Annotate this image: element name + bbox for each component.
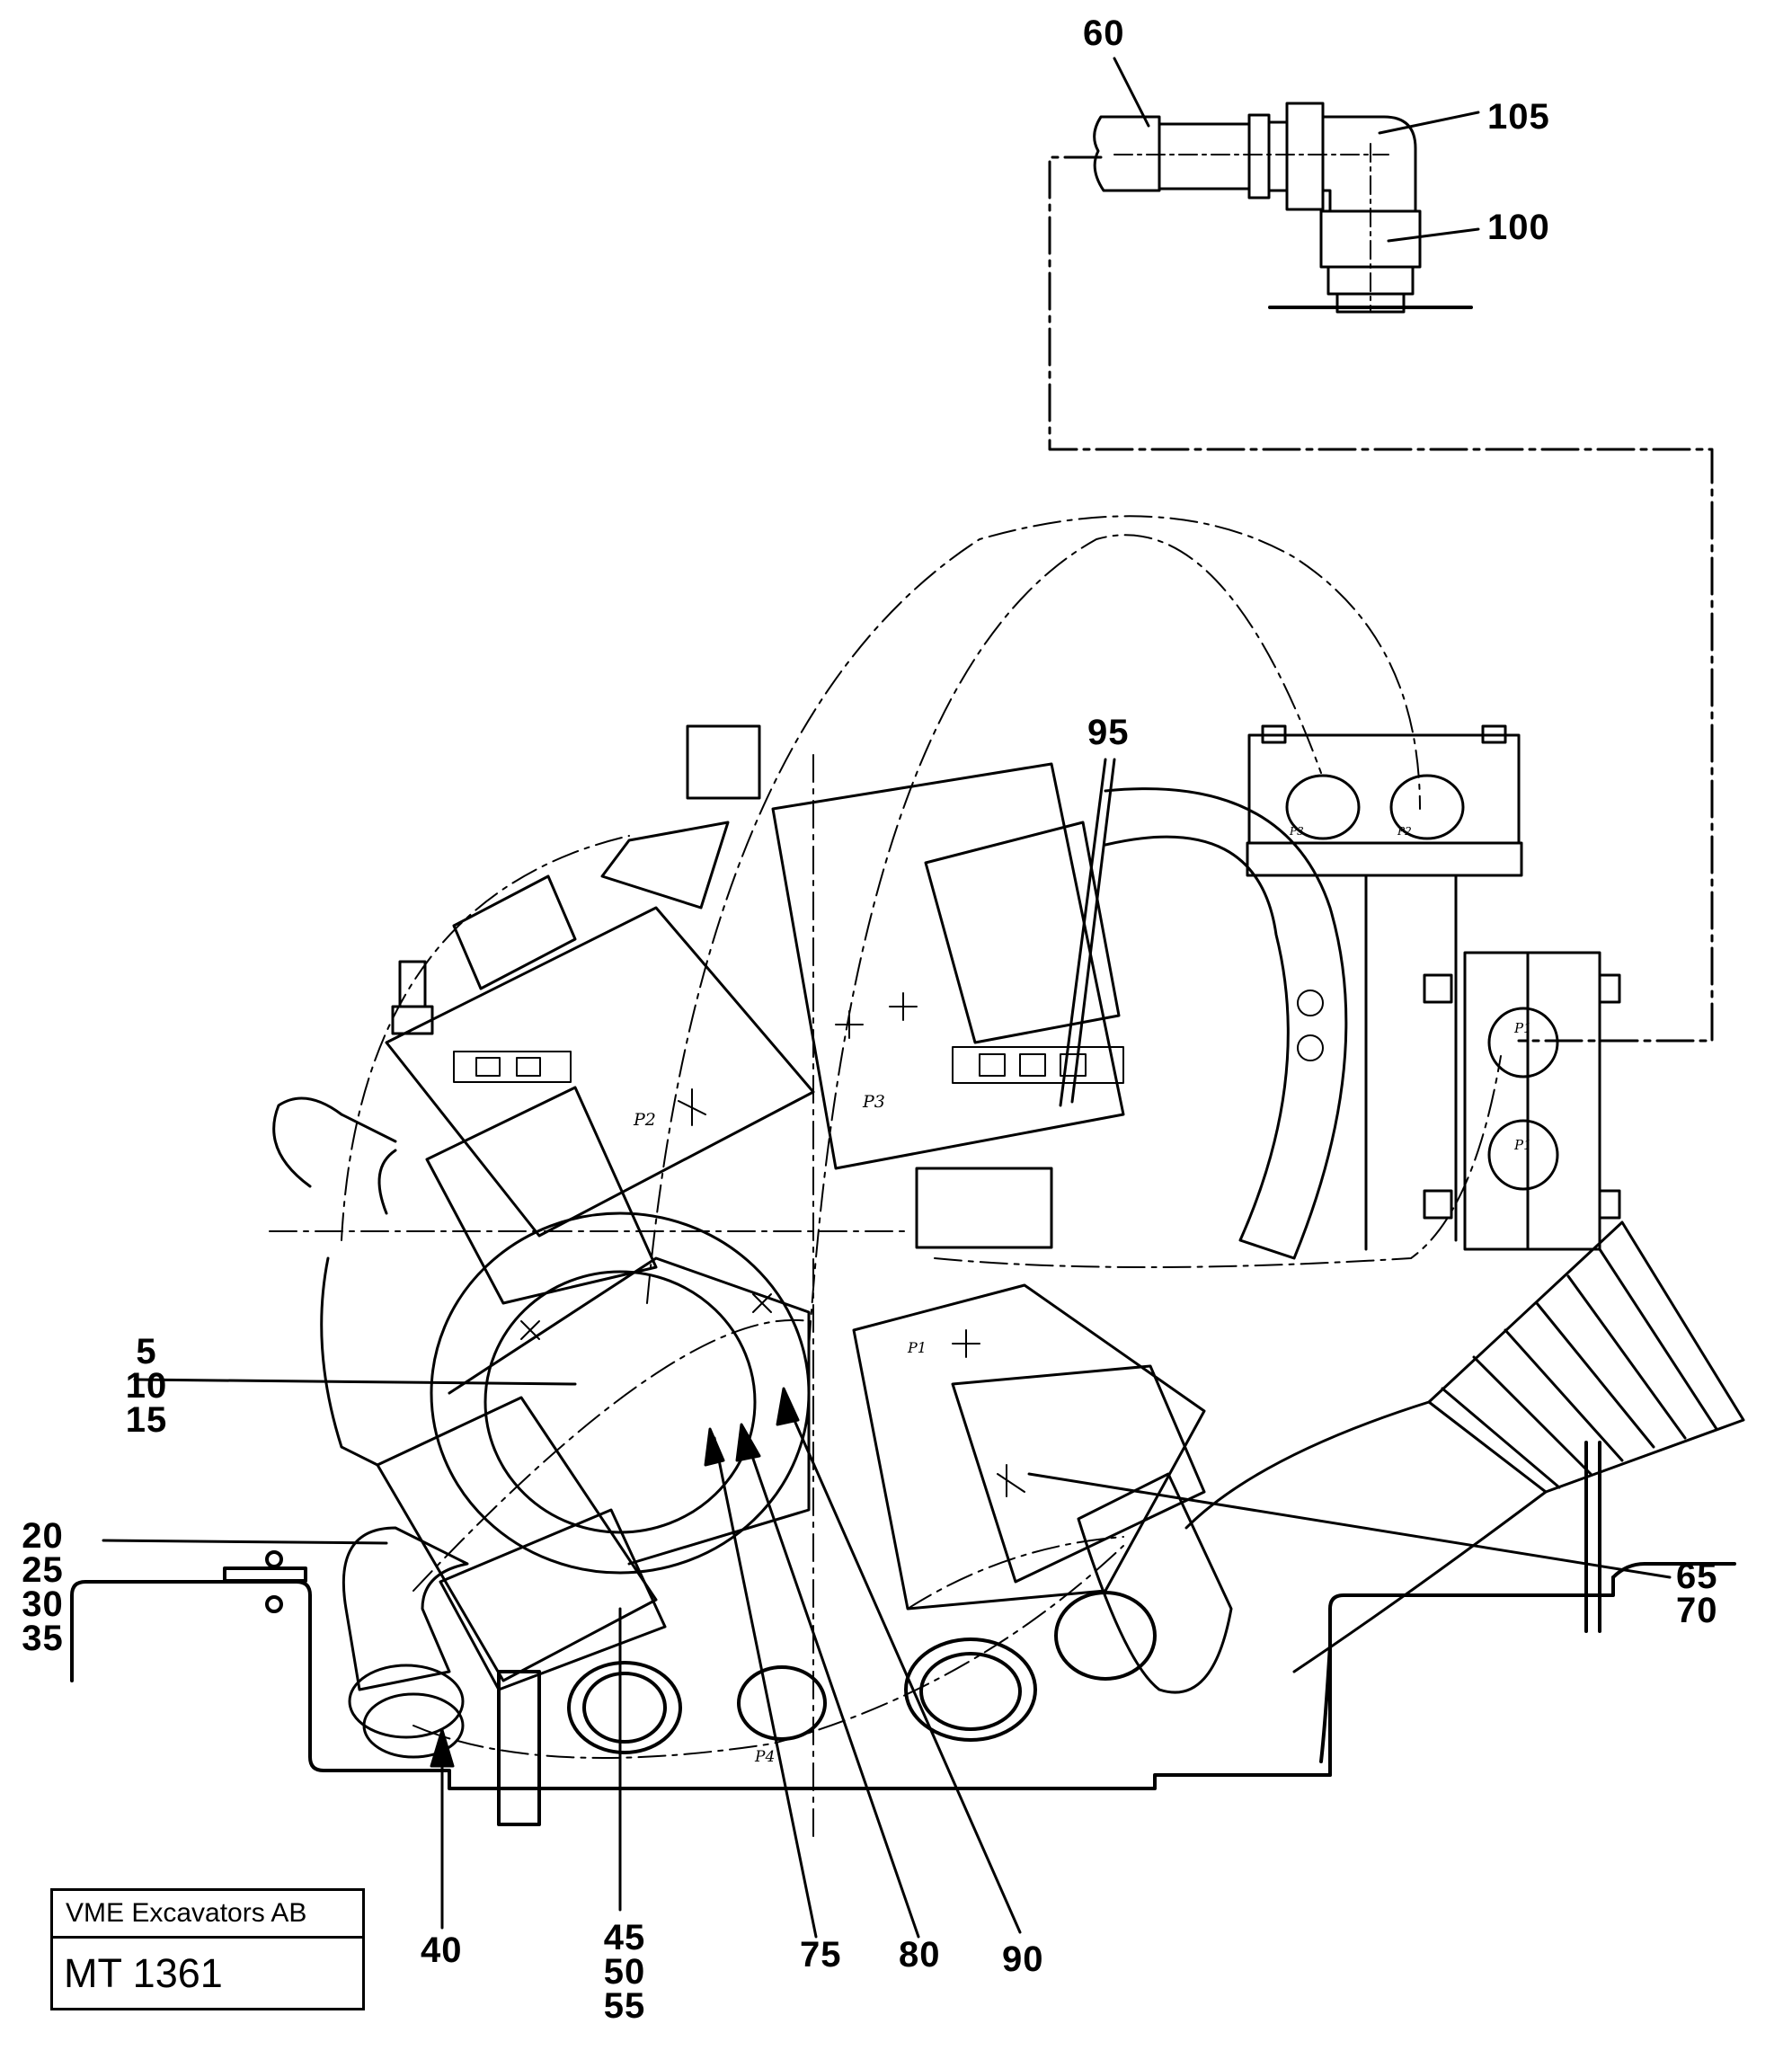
pipe-route-right (1048, 155, 1714, 1043)
callout-50: 50 (603, 1952, 646, 1992)
callout-55: 55 (603, 1986, 646, 2026)
port-label-p2-clamp: P2 (1397, 825, 1412, 838)
port-label-p1-pump: P1 (908, 1339, 927, 1356)
callout-30: 30 (22, 1584, 64, 1624)
callout-90: 90 (1002, 1939, 1044, 1979)
callout-65-70: 65 70 (1676, 1557, 1748, 1630)
port-label-p1-block-upper: P1 (1514, 1020, 1532, 1036)
port-label-p3-clamp: P3 (1290, 825, 1304, 838)
callout-20: 20 (22, 1516, 64, 1556)
elbow-fitting-assembly (1093, 102, 1473, 314)
base-frame (70, 1441, 1736, 1826)
callout-60: 60 (1083, 13, 1125, 53)
callout-5: 5 (136, 1332, 157, 1371)
pump-main-body (272, 724, 1348, 1759)
drawing-number: MT 1361 (64, 1950, 223, 1996)
callout-80: 80 (899, 1935, 941, 1975)
pipe-clamp (1246, 724, 1523, 1251)
callout-20-25-30-35: 20 25 30 35 (13, 1516, 72, 1658)
port-label-p3-center: P3 (863, 1092, 885, 1112)
callout-45-50-55: 45 50 55 (589, 1918, 661, 2026)
callout-100: 100 (1487, 208, 1550, 247)
port-label-p1-block-lower: P1 (1514, 1137, 1532, 1153)
dashed-pipe-routes (269, 515, 1502, 1839)
callout-40: 40 (421, 1930, 463, 1970)
callout-75: 75 (800, 1935, 842, 1975)
leader-lines (102, 57, 1672, 1939)
callout-10: 10 (125, 1366, 168, 1406)
callout-35: 35 (22, 1619, 64, 1658)
title-block: VME Excavators AB MT 1361 (50, 1888, 365, 2010)
company-name: VME Excavators AB (53, 1891, 362, 1939)
hardware-marks (453, 990, 1324, 1497)
callout-105: 105 (1487, 97, 1550, 137)
callout-45: 45 (603, 1918, 646, 1957)
port-label-p4: P4 (755, 1748, 776, 1766)
callout-70: 70 (1676, 1591, 1718, 1630)
callout-15: 15 (125, 1400, 168, 1440)
callout-25: 25 (22, 1550, 64, 1590)
port-label-p2-left: P2 (634, 1110, 656, 1130)
right-valve-block (1423, 951, 1621, 1251)
callout-5-10-15: 5 10 15 (106, 1332, 187, 1440)
callout-65: 65 (1676, 1557, 1718, 1596)
callout-95: 95 (1087, 713, 1130, 752)
corrugated-hose (1184, 1220, 1745, 1673)
